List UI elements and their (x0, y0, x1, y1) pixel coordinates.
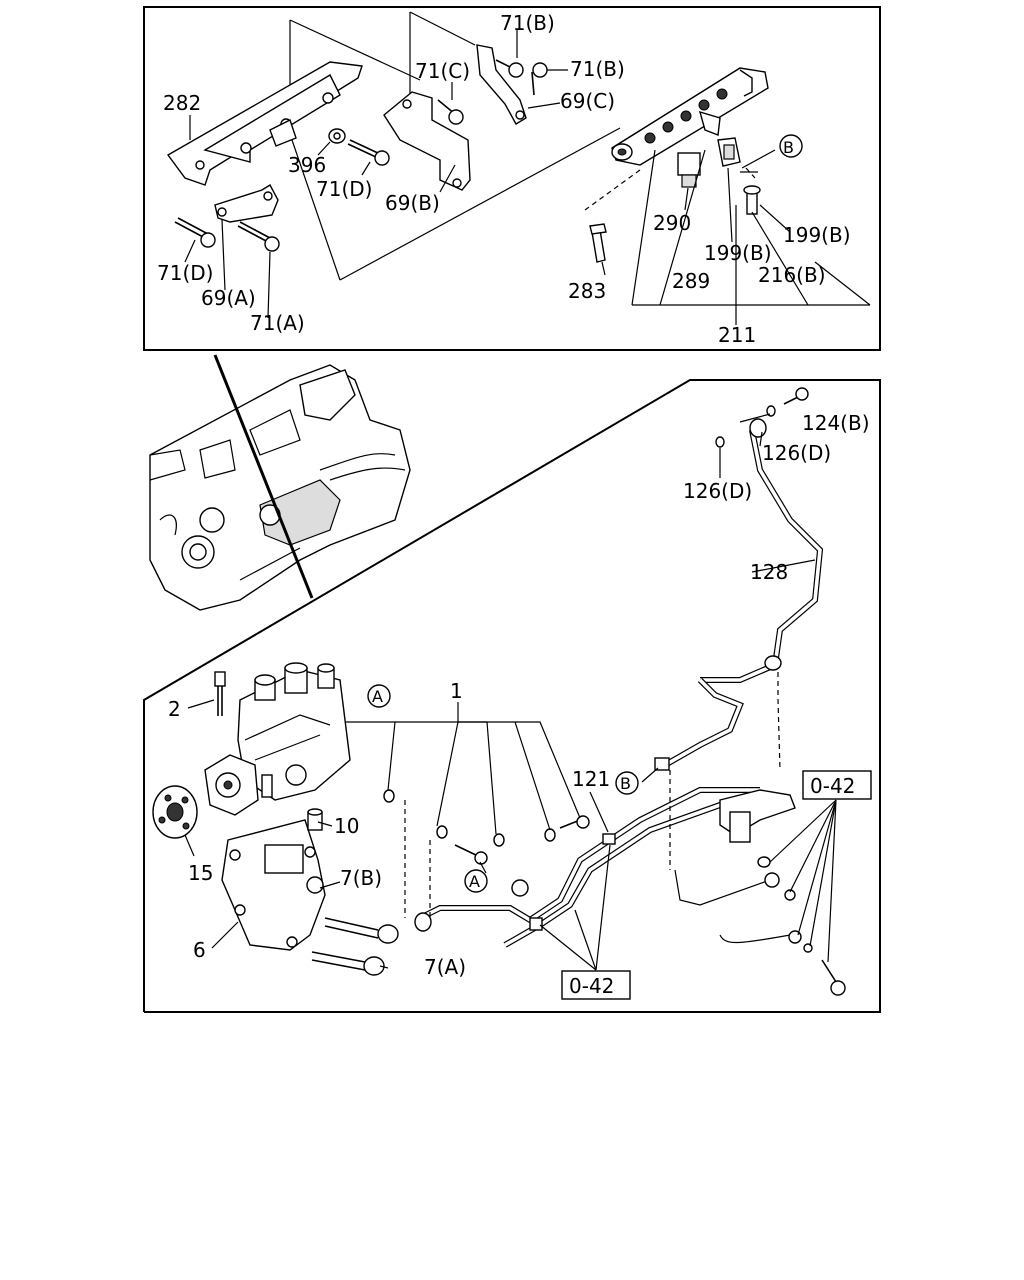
callout-0-42: 0-42 (810, 774, 855, 798)
bolt-71B-1 (495, 59, 524, 78)
callout-1: 1 (450, 679, 463, 703)
bolt-283 (584, 169, 641, 263)
callout-10: 10 (334, 814, 359, 838)
reference-circle-B (779, 134, 803, 158)
bracket-69C (476, 44, 527, 125)
callout-289: 289 (672, 269, 710, 293)
callout-71C: 71(C) (415, 59, 470, 83)
bottom-panel-frame (143, 379, 881, 1013)
callout-69A: 69(A) (201, 286, 256, 310)
callout-6: 6 (193, 938, 206, 962)
callout-71B: 71(B) (500, 11, 555, 35)
collar-396 (328, 128, 346, 144)
reference-circle-A (367, 684, 391, 708)
coupling-15 (152, 785, 198, 839)
pressure-limiter (717, 137, 741, 167)
bolt-71D-upper (347, 139, 390, 166)
bolt-71B-2 (531, 62, 548, 96)
top-panel-frame (143, 6, 881, 351)
rail-connector-assembly (674, 789, 846, 996)
callout-128: 128 (750, 560, 788, 584)
callout-7A: 7(A) (424, 955, 466, 979)
bracket-69A (214, 184, 279, 223)
callout-216B: 216(B) (758, 263, 826, 287)
bolt-71D-lower (174, 217, 216, 248)
callouts: 71(B) 71(B) 71(C) 69(C) 282 396 71(D) 69… (157, 11, 872, 1000)
callout-121: 121 (572, 767, 610, 791)
bolt-2 (214, 671, 226, 716)
injection-pump (204, 662, 351, 816)
callout-2: 2 (168, 697, 181, 721)
callout-71D: 71(D) (316, 177, 372, 201)
reference-circle-B (615, 771, 639, 795)
bolt-71A (237, 221, 280, 252)
engine-overview (149, 354, 411, 611)
callout-290: 290 (653, 211, 691, 235)
pressure-sensor (677, 152, 701, 188)
reference-box-0-42 (802, 770, 872, 800)
rail-bolt (740, 167, 761, 215)
callout-124B: 124(B) (802, 411, 870, 435)
callout-283: 283 (568, 279, 606, 303)
leader-line (339, 127, 621, 281)
callout-71A: 71(A) (250, 311, 305, 335)
callout-15: 15 (188, 861, 213, 885)
callout-199B: 199(B) (704, 241, 772, 265)
callout-71D: 71(D) (157, 261, 213, 285)
callout-396: 396 (288, 153, 326, 177)
leak-off-pipe-128 (654, 418, 824, 771)
callout-69C: 69(C) (560, 89, 615, 113)
callout-199B: 199(B) (783, 223, 851, 247)
callout-211: 211 (718, 323, 756, 347)
fuel-rail (611, 67, 769, 166)
bracket-282 (166, 61, 363, 186)
bolt-71C (437, 99, 464, 125)
callout-71B: 71(B) (570, 57, 625, 81)
callout-7B: 7(B) (340, 866, 382, 890)
bolt-7B (324, 917, 399, 944)
callout-282: 282 (163, 91, 201, 115)
reference-A: A (469, 872, 480, 891)
pump-bracket-6 (221, 819, 326, 951)
top-panel (143, 6, 881, 351)
reference-A: A (372, 687, 383, 706)
leader-line (291, 139, 341, 281)
callout-69B: 69(B) (385, 191, 440, 215)
callout-126D: 126(D) (683, 479, 752, 503)
hp-pipes (414, 787, 771, 948)
bolt-7A (311, 951, 385, 976)
callout-126D: 126(D) (762, 441, 831, 465)
washer-group (383, 789, 590, 865)
bracket-69B (383, 91, 471, 191)
callout-0-42: 0-42 (569, 974, 614, 998)
leader-line (409, 11, 476, 46)
bottom-panel (143, 379, 881, 1013)
reference-circle-A (464, 869, 488, 893)
reference-box-0-42 (561, 970, 631, 1000)
reference-B: B (783, 138, 794, 157)
leader-line (289, 19, 421, 81)
reference-B: B (620, 774, 631, 793)
part-10 (307, 808, 323, 831)
banjo-bolt-124B (715, 387, 809, 448)
